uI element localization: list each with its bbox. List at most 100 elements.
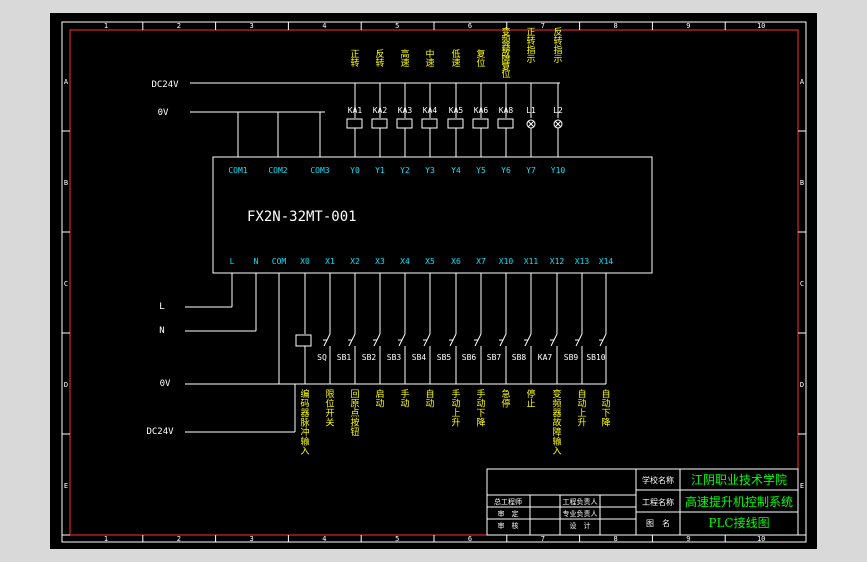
input-device-label: SB4: [412, 353, 427, 362]
label-char: 止: [526, 398, 535, 410]
input-device-label: SB10: [586, 353, 605, 362]
label-char: 下: [476, 409, 485, 419]
encoder-box: [295, 334, 312, 347]
relay-coil: [371, 118, 388, 129]
label-char: 动: [601, 399, 610, 410]
label-char: 故: [501, 47, 510, 59]
grid-row-label: A: [64, 78, 69, 86]
grid-col-label: 7: [541, 535, 545, 543]
label-char: 输: [552, 436, 561, 448]
label-char: 停: [526, 388, 535, 400]
label-char: 自: [601, 388, 610, 400]
grid-row-label: B: [64, 179, 68, 187]
label-char: 降: [601, 417, 610, 429]
relay-coil: [396, 118, 413, 129]
input-device-label: SB5: [437, 353, 452, 362]
label-char: 中: [425, 48, 434, 60]
label-char: 自: [577, 388, 586, 400]
label-char: 动: [577, 399, 586, 410]
tb-role: 专业负责人: [563, 509, 598, 518]
plc-input-terminal: X1: [325, 257, 335, 266]
input-device-label: SB9: [564, 353, 579, 362]
output-function-label: 反转: [375, 49, 384, 69]
grid-col-label: 10: [757, 22, 765, 30]
label-char: 上: [451, 408, 460, 419]
grid-col-label: 10: [757, 535, 765, 543]
tb-project: 高速提升机控制系统: [685, 494, 793, 509]
label-char: 示: [553, 55, 562, 65]
input-function-label: 启动: [375, 388, 384, 410]
tb-role: 总工程师: [494, 497, 522, 506]
tb-drawing-label: 图 名: [646, 518, 670, 528]
label-char: 转: [350, 57, 359, 69]
relay-coil: [472, 118, 489, 129]
label-char: 速: [425, 58, 434, 69]
label-char: 转: [553, 35, 562, 47]
label-char: 关: [325, 417, 334, 429]
title-block: [486, 468, 799, 536]
label-char: 故: [552, 417, 561, 429]
grid-col-label: 6: [468, 22, 472, 30]
grid-col-label: 4: [322, 535, 326, 543]
output-device-label: KA4: [423, 106, 438, 115]
plc-input-terminal: X11: [524, 257, 539, 266]
label-char: 停: [501, 398, 510, 410]
input-device-label: KA7: [538, 353, 553, 362]
output-device-label: KA8: [499, 106, 514, 115]
plc-input-terminal: X12: [550, 257, 565, 266]
plc-model: FX2N-32MT-001: [247, 209, 357, 225]
tb-project-label: 工程名称: [642, 497, 674, 507]
rail-label-0v-bottom: 0V: [160, 379, 171, 389]
label-char: 入: [300, 446, 309, 457]
plc-input-terminal: X10: [499, 257, 514, 266]
tb-role: 审 核: [498, 521, 519, 530]
plc-input-terminal: X14: [599, 257, 614, 266]
label-char: 速: [400, 58, 409, 69]
plc-output-terminal: Y6: [501, 166, 511, 175]
output-device-label: KA6: [474, 106, 489, 115]
grid-col-label: 4: [322, 22, 326, 30]
grid-row-label: A: [800, 78, 805, 86]
label-char: 低: [451, 48, 460, 60]
label-char: 器: [300, 408, 309, 419]
plc-output-terminal: COM2: [268, 166, 287, 175]
input-device-label: SB1: [337, 353, 352, 362]
label-char: 位: [501, 68, 510, 80]
tb-role: 工程负责人: [563, 497, 598, 506]
label-char: 开: [325, 408, 334, 419]
label-char: 频: [501, 33, 510, 45]
label-char: 手: [451, 388, 460, 400]
label-char: 按: [350, 417, 359, 429]
input-device-label: SB7: [487, 353, 502, 362]
input-device-label: SB8: [512, 353, 527, 362]
relay-coil: [346, 118, 363, 129]
label-char: 编: [300, 388, 309, 400]
output-device-label: L1: [526, 106, 536, 115]
label-char: 码: [300, 399, 309, 410]
label-char: 动: [425, 399, 434, 410]
plc-input-terminal: COM: [272, 257, 287, 266]
grid-col-label: 6: [468, 535, 472, 543]
plc-input-terminal: X2: [350, 257, 360, 266]
output-function-label: 正转: [350, 50, 359, 69]
grid-row-label: E: [800, 482, 804, 490]
plc-input-terminal: N: [254, 257, 259, 266]
grid-col-label: 3: [249, 22, 253, 30]
label-char: 反: [375, 49, 384, 60]
grid-row-label: D: [64, 381, 68, 389]
label-char: 动: [400, 399, 409, 410]
plc-output-terminal: Y3: [425, 166, 435, 175]
grid-row-label: D: [800, 381, 804, 389]
label-char: 急: [501, 388, 510, 400]
label-char: 入: [552, 446, 561, 457]
rail-label-dc24v-top: DC24V: [151, 80, 179, 90]
output-function-label: 低速: [451, 48, 460, 69]
grid-col-label: 1: [104, 535, 108, 543]
